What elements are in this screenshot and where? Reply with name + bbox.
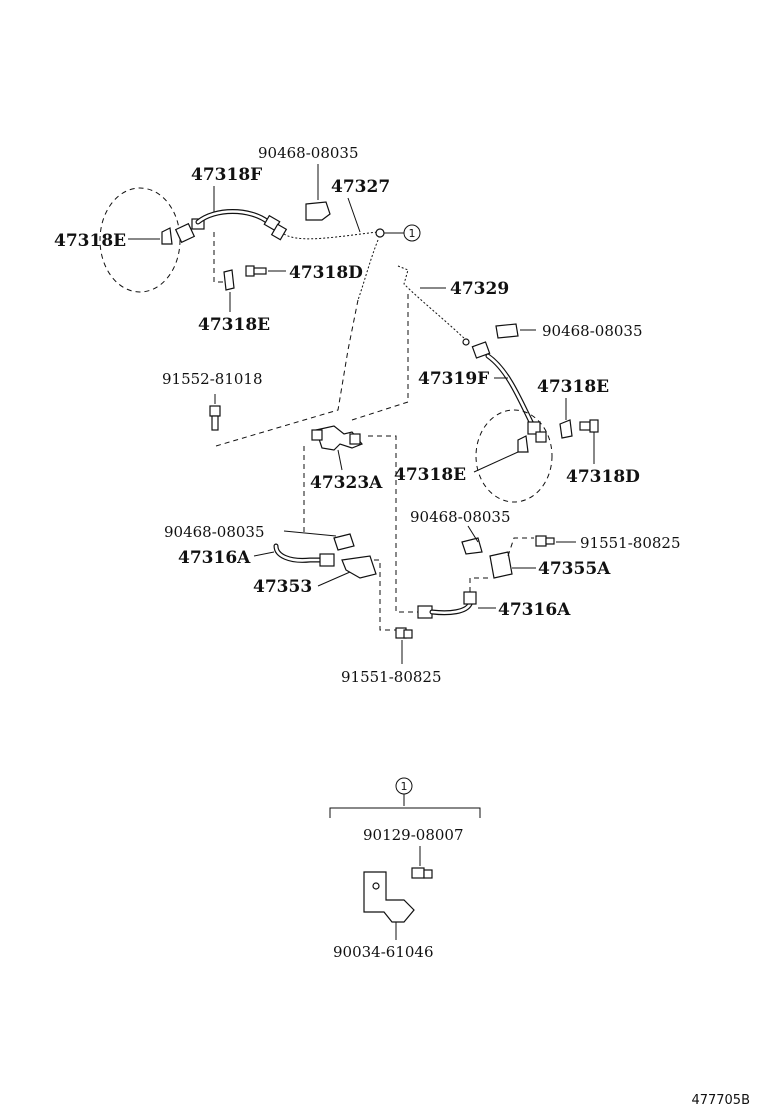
bracket-90034-61046	[363, 871, 415, 923]
clip-90468-midleft	[333, 533, 355, 551]
brake-tube-47327	[283, 231, 379, 240]
label-47323A: 47323A	[310, 473, 383, 493]
label-47327: 47327	[331, 177, 390, 197]
right-brake-disc-outline	[475, 409, 553, 503]
label-47318E-disc: 47318E	[394, 465, 466, 485]
label-47318F: 47318F	[191, 165, 262, 185]
label-47318E-left: 47318E	[54, 231, 126, 251]
callout-number-top: 1	[409, 227, 416, 240]
label-91552: 91552-81018	[162, 370, 263, 388]
callout-number-bottom: 1	[401, 780, 408, 793]
bracket-47355A	[489, 551, 513, 579]
bracket-47318E-left	[161, 227, 173, 245]
bolt-91552-81018	[209, 405, 221, 431]
flexible-hose-47319F	[471, 341, 547, 443]
label-47318E-mid: 47318E	[198, 315, 270, 335]
flexible-hose-47318F	[174, 209, 288, 244]
label-47353: 47353	[253, 577, 312, 597]
label-90468-midleft: 90468-08035	[164, 523, 265, 541]
label-90468-midright: 90468-08035	[410, 508, 511, 526]
bracket-47318E-disc	[517, 435, 529, 453]
label-90034: 90034-61046	[333, 943, 434, 961]
label-47319F: 47319F	[418, 369, 489, 389]
flexible-hose-47316A-left	[273, 543, 335, 567]
label-47318D-top: 47318D	[289, 263, 363, 283]
brake-tube-47329	[397, 265, 467, 341]
label-47318D-right: 47318D	[566, 467, 640, 487]
flexible-hose-47316A-right	[417, 591, 477, 619]
bolt-47318D-top	[245, 265, 267, 277]
clip-90468-midright	[461, 537, 483, 555]
bolt-90129-08007	[411, 867, 433, 879]
diagram-reference-code: 477705B	[691, 1093, 750, 1108]
bolt-91551-right	[535, 535, 555, 547]
label-47318E-right: 47318E	[537, 377, 609, 397]
clip-90468-right	[495, 323, 519, 339]
label-90468-top: 90468-08035	[258, 144, 359, 162]
bracket-47318E-right	[559, 419, 573, 439]
label-90129: 90129-08007	[363, 826, 464, 844]
clip-90468-top	[305, 201, 331, 221]
label-91551-right: 91551-80825	[580, 534, 681, 552]
three-way-joint-47323A	[311, 425, 363, 451]
bracket-47318E-mid	[223, 269, 235, 291]
bolt-47318D-right	[579, 419, 599, 433]
bolt-91551-bottom	[395, 627, 413, 639]
label-91551-bottom: 91551-80825	[341, 668, 442, 686]
bracket-47353	[341, 555, 377, 579]
tube-junction	[375, 228, 385, 238]
label-47355A: 47355A	[538, 559, 611, 579]
label-47316A-right: 47316A	[498, 600, 571, 620]
label-47329: 47329	[450, 279, 509, 299]
label-47316A-left: 47316A	[178, 548, 251, 568]
label-90468-right: 90468-08035	[542, 322, 643, 340]
callout-circle-top	[403, 224, 421, 242]
